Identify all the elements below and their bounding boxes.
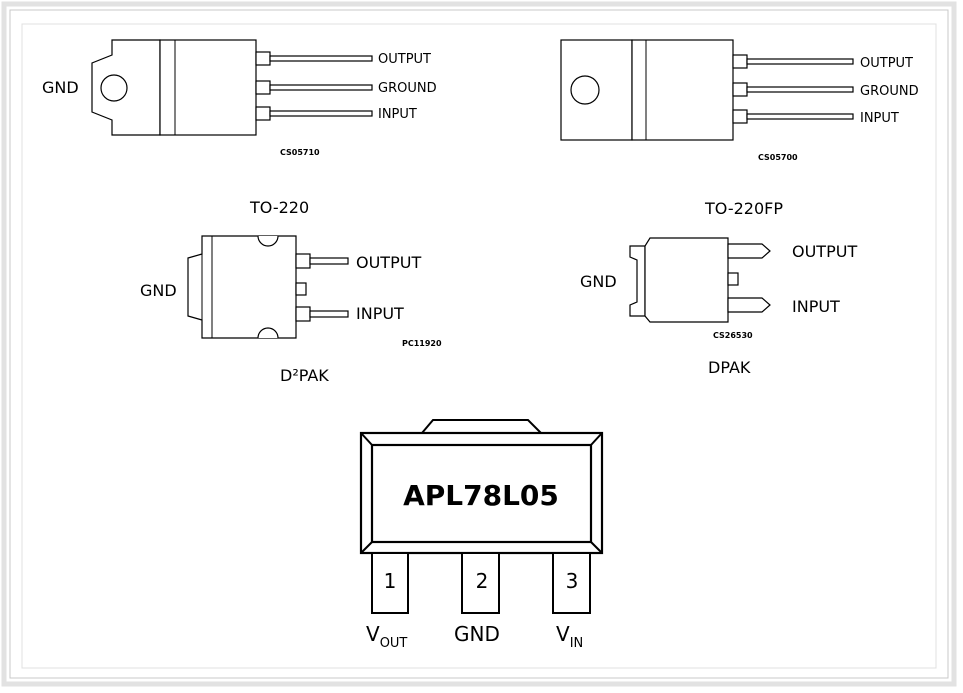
to220fp-package-label: TO-220FP bbox=[704, 199, 783, 218]
dpak-body bbox=[644, 237, 729, 323]
dpak-pin-output: OUTPUT bbox=[792, 242, 857, 261]
dpak-package-label: DPAK bbox=[708, 358, 751, 377]
d2pak-code: PC11920 bbox=[402, 339, 442, 348]
dpak-pin-input: INPUT bbox=[792, 297, 840, 316]
sot89-pin-3-number: 3 bbox=[566, 569, 579, 593]
d2pak-pin-input: INPUT bbox=[356, 304, 404, 323]
to220-pin-output: OUTPUT bbox=[378, 52, 431, 67]
d2pak-body bbox=[187, 235, 297, 339]
to220-gnd-label: GND bbox=[42, 78, 79, 97]
dpak-leads bbox=[727, 243, 771, 313]
d2pak-package: GND OUTPUT INPUT PC11920 D²PAK bbox=[140, 235, 442, 385]
d2pak-leads bbox=[295, 253, 349, 322]
sot89-pin-2-name: GND bbox=[454, 622, 500, 646]
sot89-part-number: APL78L05 bbox=[403, 479, 559, 512]
to220fp-pin-output: OUTPUT bbox=[860, 56, 913, 71]
dpak-tab bbox=[629, 245, 646, 317]
to220-package: GND OUTPUT GROUND INPUT CS05710 TO-220 bbox=[42, 39, 437, 217]
sot89-pin-3: 3 bbox=[552, 552, 591, 614]
to220-code: CS05710 bbox=[280, 148, 320, 157]
dpak-gnd-label: GND bbox=[580, 272, 617, 291]
dpak-package: GND OUTPUT INPUT CS26530 DPAK bbox=[580, 237, 857, 377]
to220fp-leads bbox=[732, 54, 854, 124]
sot89-pin-3-name: VIN bbox=[556, 622, 583, 651]
to220-pin-ground: GROUND bbox=[378, 81, 437, 96]
to220fp-body bbox=[631, 39, 734, 141]
to220-leads bbox=[255, 51, 373, 121]
d2pak-pin-output: OUTPUT bbox=[356, 253, 421, 272]
sot89-pin-2: 2 bbox=[461, 552, 500, 614]
to220fp-package: OUTPUT GROUND INPUT CS05700 TO-220FP bbox=[560, 39, 919, 218]
to220-mounting-hole bbox=[100, 74, 128, 102]
sot89-pin-1-name: VOUT bbox=[366, 622, 407, 651]
sot89-top-tab bbox=[419, 419, 544, 434]
to220-body bbox=[159, 39, 257, 136]
to220fp-mounting-hole bbox=[570, 75, 600, 105]
to220fp-pin-ground: GROUND bbox=[860, 84, 919, 99]
sot89-pin-2-number: 2 bbox=[476, 569, 489, 593]
sot89-pin-1: 1 bbox=[371, 552, 409, 614]
sot89-package: APL78L05 1 2 3 VOUT GND VIN bbox=[359, 419, 604, 651]
d2pak-package-label: D²PAK bbox=[280, 366, 329, 385]
sot89-pin-1-number: 1 bbox=[384, 569, 397, 593]
to220fp-code: CS05700 bbox=[758, 153, 798, 162]
to220-pin-input: INPUT bbox=[378, 107, 417, 122]
sot89-inner-body bbox=[370, 443, 593, 544]
d2pak-gnd-label: GND bbox=[140, 281, 177, 300]
to220-package-label: TO-220 bbox=[249, 198, 309, 217]
to220fp-pin-input: INPUT bbox=[860, 111, 899, 126]
dpak-code: CS26530 bbox=[713, 331, 753, 340]
